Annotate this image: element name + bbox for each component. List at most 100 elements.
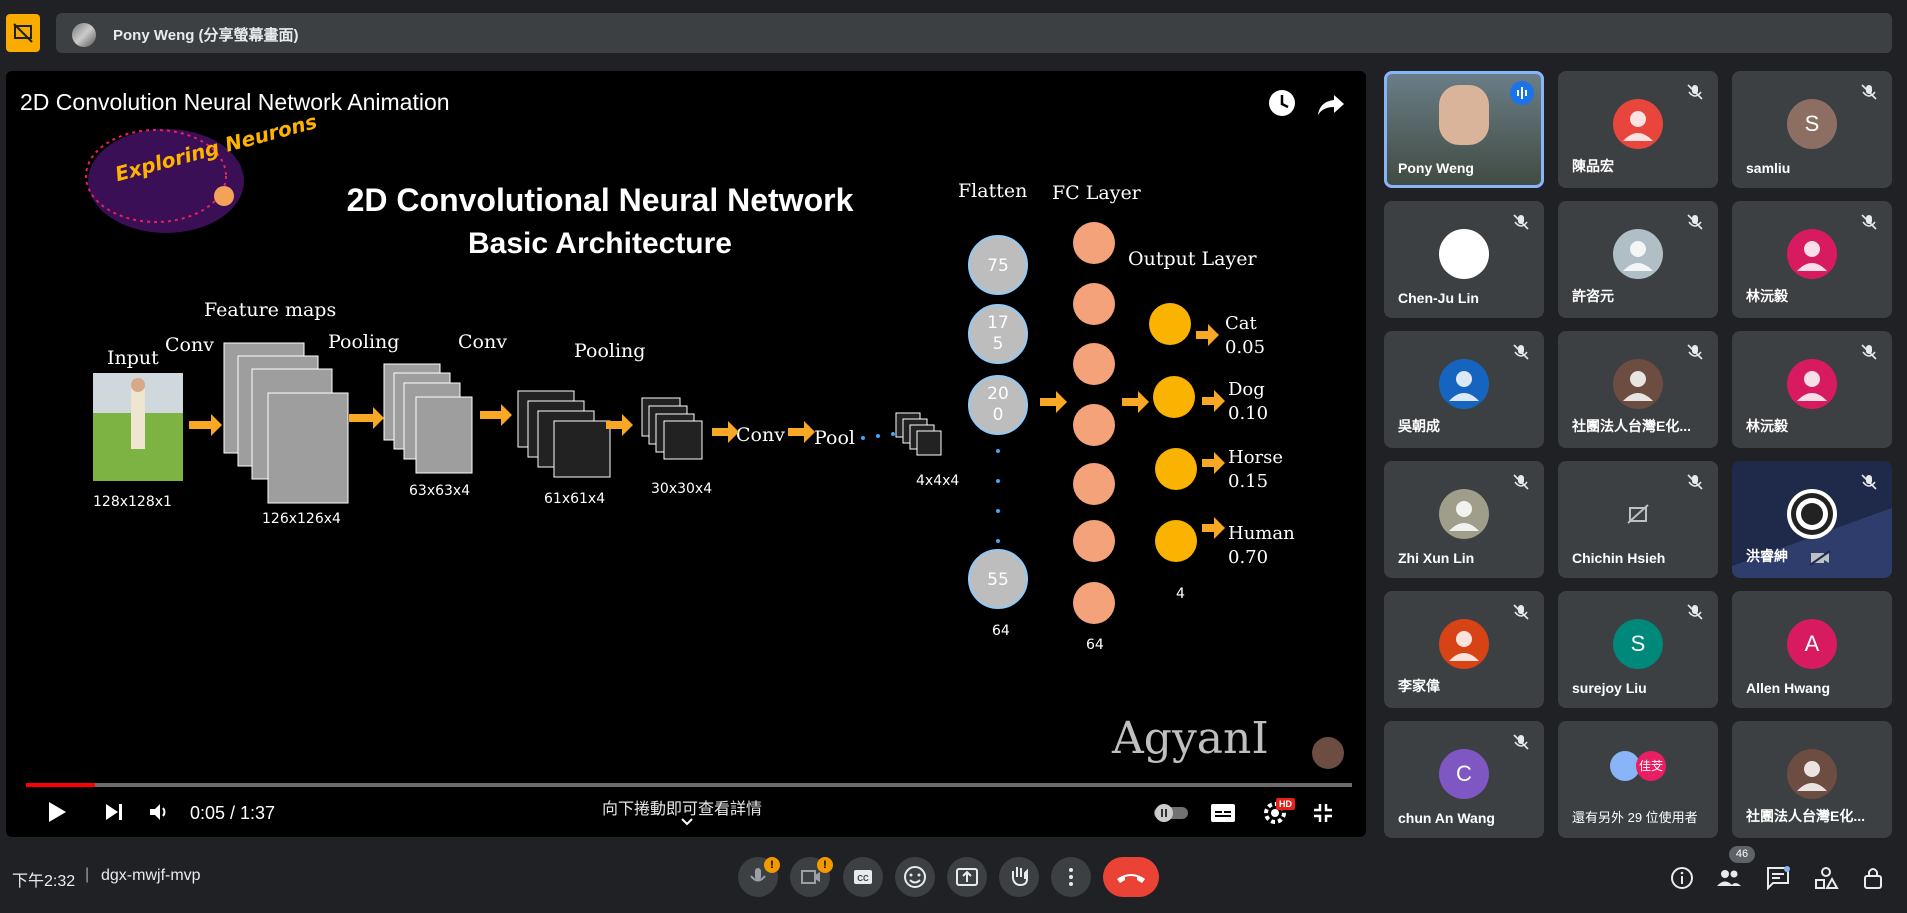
- participant-name: 社團法人台灣E化...: [1572, 418, 1692, 434]
- present-button[interactable]: [947, 857, 987, 897]
- presenter-label: Pony Weng (分享螢幕畫面): [113, 27, 299, 44]
- label-feature-maps: Feature maps: [204, 299, 336, 321]
- mic-off-icon: [1513, 604, 1529, 620]
- progress-fill: [26, 783, 95, 787]
- flatten-node-3b: 0: [993, 405, 1004, 425]
- activities-icon[interactable]: [1813, 865, 1839, 891]
- presenter-avatar: [72, 23, 96, 47]
- small-logo-icon: [1312, 737, 1344, 769]
- chat-icon[interactable]: [1765, 865, 1791, 891]
- call-end-icon: [1117, 874, 1145, 883]
- mic-warning-badge: !: [764, 857, 780, 873]
- label-conv2: Conv: [458, 331, 507, 353]
- participant-tile[interactable]: Chichin Hsieh: [1558, 461, 1718, 578]
- participant-tile[interactable]: 佳芠還有另外 29 位使用者: [1558, 721, 1718, 838]
- label-output-layer: Output Layer: [1128, 248, 1257, 270]
- raise-hand-button[interactable]: [999, 857, 1039, 897]
- present-to-all-off-icon[interactable]: [6, 14, 40, 52]
- host-controls-icon[interactable]: [1860, 865, 1886, 891]
- avatar-drawing: [1439, 229, 1489, 279]
- meeting-code[interactable]: dgx-mwjf-mvp: [101, 867, 201, 884]
- avatar-initial: C: [1439, 749, 1489, 799]
- participant-name: 李家偉: [1398, 678, 1440, 694]
- fc-nodes: [1073, 222, 1115, 624]
- participant-name: samliu: [1746, 160, 1791, 176]
- svg-text:CC: CC: [857, 874, 869, 883]
- captions-icon[interactable]: [1210, 802, 1236, 824]
- reactions-button[interactable]: [895, 857, 935, 897]
- output-dog-name: Dog: [1228, 379, 1265, 400]
- separator: |: [85, 866, 90, 883]
- label-pool3: Pool: [814, 427, 855, 449]
- output-dog-prob: 0.10: [1228, 403, 1268, 424]
- participant-name: Chichin Hsieh: [1572, 550, 1666, 566]
- camera-off-icon: [801, 870, 820, 884]
- people-icon[interactable]: [1716, 865, 1742, 891]
- participant-tile[interactable]: 林沅毅: [1732, 201, 1892, 318]
- scroll-hint[interactable]: 向下捲動即可查看詳情: [602, 801, 763, 818]
- avatar-person: [1787, 229, 1837, 279]
- info-icon[interactable]: [1669, 865, 1695, 891]
- label-conv3: Conv: [736, 424, 785, 446]
- avatar-person: [1613, 359, 1663, 409]
- watch-later-icon[interactable]: [1268, 89, 1296, 117]
- current-time: 下午2:32: [12, 873, 76, 890]
- participant-tile[interactable]: 社團法人台灣E化...: [1558, 331, 1718, 448]
- participant-tile[interactable]: 李家偉: [1384, 591, 1544, 708]
- flatten-node-2b: 5: [993, 334, 1004, 354]
- participant-tile[interactable]: 社團法人台灣E化...: [1732, 721, 1892, 838]
- participant-name: 林沅毅: [1746, 288, 1788, 304]
- cnn-slide: Exploring Neurons 2D Convolutional Neura…: [85, 109, 1344, 769]
- captions-button[interactable]: CC: [843, 857, 883, 897]
- settings-icon[interactable]: [1262, 799, 1292, 825]
- participant-name: 林沅毅: [1746, 418, 1788, 434]
- mic-off-icon: [1513, 344, 1529, 360]
- participant-name: surejoy Liu: [1572, 680, 1647, 696]
- avatar-person: [1439, 359, 1489, 409]
- volume-icon[interactable]: [148, 802, 170, 822]
- avatar-person: [1439, 619, 1489, 669]
- participant-name: Chen-Ju Lin: [1398, 290, 1479, 306]
- participant-tile[interactable]: Pony Weng: [1384, 71, 1544, 188]
- dim-pool3: 4x4x4: [916, 473, 959, 489]
- mic-off-icon: [1687, 604, 1703, 620]
- mic-off-icon: [750, 868, 766, 882]
- play-icon[interactable]: [46, 800, 68, 824]
- participant-name: chun An Wang: [1398, 810, 1495, 826]
- participant-tile[interactable]: 林沅毅: [1732, 331, 1892, 448]
- exit-fullscreen-icon[interactable]: [1312, 802, 1334, 824]
- next-icon[interactable]: [104, 802, 126, 822]
- participant-name: Pony Weng: [1398, 160, 1474, 176]
- mic-off-icon: [1687, 214, 1703, 230]
- participant-tile[interactable]: 洪睿紳: [1732, 461, 1892, 578]
- video-title[interactable]: 2D Convolution Neural Network Animation: [20, 89, 450, 115]
- participant-name: 許咨元: [1572, 288, 1614, 304]
- participant-tile[interactable]: Zhi Xun Lin: [1384, 461, 1544, 578]
- dim-fc: 64: [1086, 637, 1104, 653]
- mic-off-icon: [1861, 344, 1877, 360]
- participant-tile[interactable]: 吳朝成: [1384, 331, 1544, 448]
- participant-name: 洪睿紳: [1746, 548, 1788, 564]
- slide-title-line1: 2D Convolutional Neural Network: [347, 182, 854, 218]
- chevron-down-icon[interactable]: [680, 817, 694, 827]
- slide-title-line2: Basic Architecture: [468, 227, 732, 260]
- others-avatars: 佳芠: [1610, 751, 1670, 781]
- flatten-node-1: 75: [987, 256, 1009, 276]
- mic-off-icon: [1861, 214, 1877, 230]
- autoplay-toggle[interactable]: [1152, 802, 1190, 824]
- shared-screen: 2D Convolution Neural Network Animation …: [6, 71, 1366, 837]
- participant-tile[interactable]: 許咨元: [1558, 201, 1718, 318]
- label-input: Input: [107, 347, 159, 369]
- progress-track[interactable]: [26, 783, 1352, 787]
- more-options-button[interactable]: [1051, 857, 1091, 897]
- leave-call-button[interactable]: [1103, 857, 1159, 897]
- mic-off-icon: [1687, 84, 1703, 100]
- participant-tile[interactable]: 陳品宏: [1558, 71, 1718, 188]
- avatar-person: [1613, 229, 1663, 279]
- participant-tile[interactable]: Chen-Ju Lin: [1384, 201, 1544, 318]
- share-icon[interactable]: [1316, 89, 1346, 119]
